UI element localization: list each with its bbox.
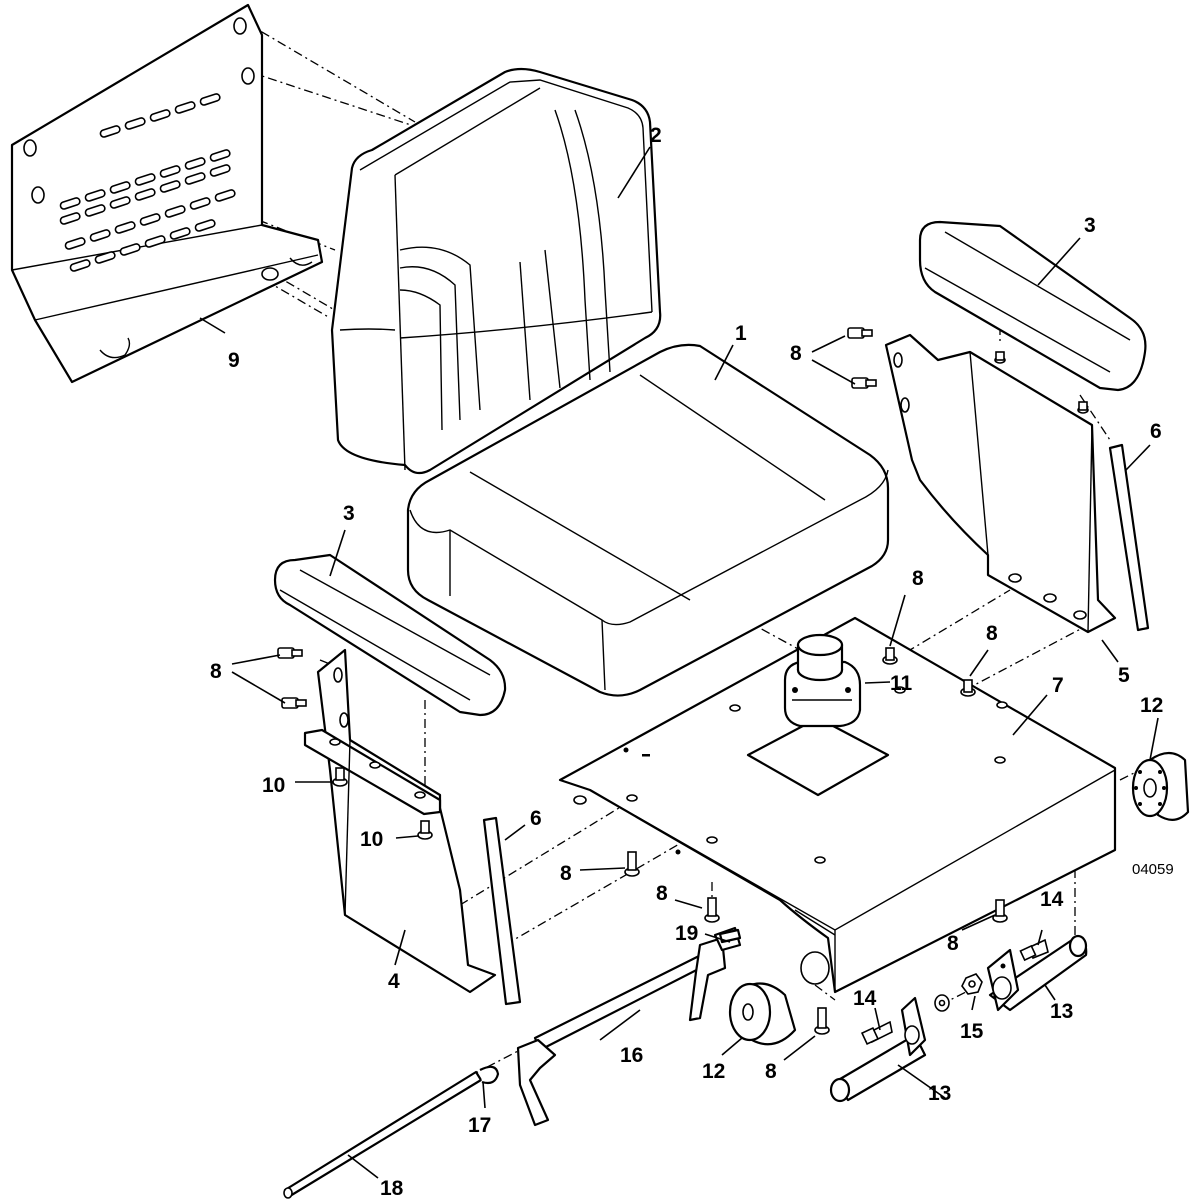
screw bbox=[851, 377, 877, 389]
callout-screw: 8 bbox=[765, 1060, 777, 1083]
callout-seat-bottom: 1 bbox=[735, 322, 747, 345]
screw bbox=[704, 897, 720, 923]
seat-switch bbox=[783, 633, 862, 728]
callout-left-trim: 6 bbox=[530, 807, 542, 830]
callout-rear-panel: 9 bbox=[228, 349, 240, 372]
figure-reference-number: 04059 bbox=[1132, 861, 1174, 878]
screw bbox=[994, 351, 1006, 364]
right-side-panel bbox=[884, 333, 1117, 634]
callout-bumper: 12 bbox=[702, 1060, 725, 1083]
screw bbox=[1077, 401, 1089, 414]
seat-mounting-pan bbox=[558, 616, 1117, 994]
seat-back-cushion bbox=[330, 67, 662, 475]
callout-screw-10: 10 bbox=[262, 774, 285, 797]
callout-left-side-panel: 4 bbox=[388, 970, 400, 993]
rear-vented-panel bbox=[10, 3, 324, 384]
callout-left-armrest: 3 bbox=[343, 502, 355, 525]
callout-screw: 8 bbox=[656, 882, 668, 905]
callout-right-trim: 6 bbox=[1150, 420, 1162, 443]
screw bbox=[277, 647, 303, 659]
callout-screw: 8 bbox=[790, 342, 802, 365]
pivot-pin-left bbox=[829, 996, 927, 1103]
callout-right-armrest: 3 bbox=[1084, 214, 1096, 237]
callout-seat-switch: 11 bbox=[890, 672, 913, 695]
screw bbox=[281, 697, 307, 709]
bumper-left bbox=[728, 982, 797, 1046]
callout-seat-back: 2 bbox=[650, 124, 662, 147]
callout-labels: 1 2 3 3 4 5 6 6 7 8 8 8 8 8 8 8 8 9 10 1… bbox=[210, 124, 1174, 1200]
left-trim-strip bbox=[482, 816, 522, 1006]
callout-hair-pin: 17 bbox=[468, 1114, 491, 1137]
seat-bottom-cushion bbox=[406, 343, 890, 697]
callout-screw: 8 bbox=[210, 660, 222, 683]
pivot-pin-right bbox=[986, 934, 1088, 1012]
callout-bolt: 14 bbox=[1040, 888, 1064, 911]
callout-bolt: 14 bbox=[853, 987, 877, 1010]
right-armrest bbox=[918, 220, 1147, 392]
callout-connecting-rod: 18 bbox=[380, 1177, 404, 1200]
screws bbox=[277, 327, 1089, 1035]
callout-seat-pan: 7 bbox=[1052, 674, 1064, 697]
screw bbox=[960, 679, 976, 697]
callout-bumper: 12 bbox=[1140, 694, 1163, 717]
callout-right-side-panel: 5 bbox=[1118, 664, 1130, 687]
callout-latch-rod: 16 bbox=[620, 1044, 643, 1067]
callout-screw: 8 bbox=[560, 862, 572, 885]
callout-cotter-pin: 19 bbox=[675, 922, 698, 945]
callout-nut: 15 bbox=[960, 1020, 984, 1043]
callout-screw: 8 bbox=[912, 567, 924, 590]
screw bbox=[992, 899, 1008, 923]
bumper-right bbox=[1131, 751, 1190, 821]
screw bbox=[332, 767, 348, 787]
callout-pivot-pin: 13 bbox=[1050, 1000, 1073, 1023]
callout-screw: 8 bbox=[947, 932, 959, 955]
right-trim-strip bbox=[1108, 443, 1150, 632]
vent-slots bbox=[59, 93, 236, 272]
hardware-bolts-nuts bbox=[860, 938, 1049, 1046]
left-armrest bbox=[273, 553, 507, 717]
seat-latch-rod bbox=[516, 926, 742, 1127]
callout-leaders bbox=[199, 146, 1159, 1179]
left-side-panel bbox=[303, 648, 497, 994]
screw bbox=[814, 1007, 830, 1035]
callout-screw: 8 bbox=[986, 622, 998, 645]
screw bbox=[882, 647, 898, 665]
connecting-rod bbox=[283, 1070, 483, 1199]
callout-pivot-pin: 13 bbox=[928, 1082, 951, 1105]
callout-screw-10: 10 bbox=[360, 828, 383, 851]
screw bbox=[847, 327, 873, 339]
screw bbox=[417, 820, 433, 840]
hair-pin-clip bbox=[479, 1065, 500, 1085]
screw bbox=[624, 851, 640, 877]
